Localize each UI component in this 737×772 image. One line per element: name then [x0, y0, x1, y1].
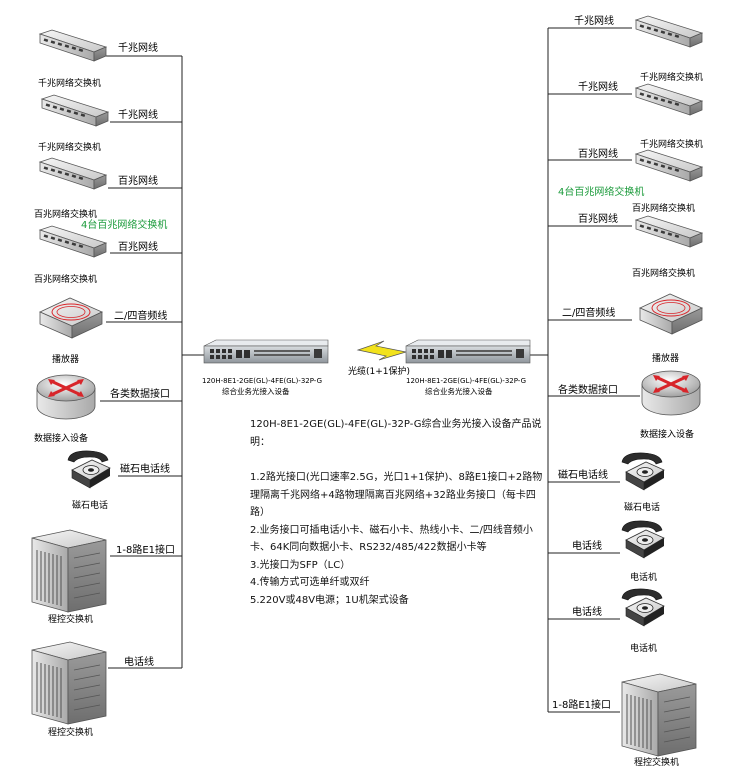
left-pbx-2-label: 程控交换机 [48, 726, 93, 738]
right-phone-line-1-label: 电话线 [572, 539, 602, 552]
data-device-icon [35, 373, 97, 421]
description-item-4: 4.传输方式可选单纤或双纤 [250, 577, 370, 588]
switch-icon [39, 157, 107, 190]
left-optical-access-device: 120H-8E1-2GE(GL)-4FE(GL)-32P-G 综合业务光接入设备 [202, 339, 329, 396]
right-magneto-line-label: 磁石电话线 [558, 468, 608, 481]
right-fast-line-2-label: 百兆网线 [578, 212, 618, 225]
switch-icon [635, 149, 703, 182]
right-data-device: 数据接入设备 [640, 369, 702, 440]
left-player: 播放器 [39, 297, 103, 365]
telephone-icon [67, 450, 111, 489]
right-gigabit-switch-2: 千兆网络交换机 [635, 83, 703, 150]
switch-icon [41, 94, 109, 127]
left-e1-if-label: 1-8路E1接口 [116, 543, 175, 556]
left-pbx-2: 程控交换机 [31, 641, 107, 738]
right-gigabit-switch-1-label: 千兆网络交换机 [640, 71, 703, 83]
left-data-device: 数据接入设备 [34, 373, 97, 444]
right-gigabit-switch-1: 千兆网络交换机 [635, 15, 703, 83]
right-phone-1-label: 电话机 [630, 571, 657, 583]
right-gigabit-switch-2-label: 千兆网络交换机 [640, 138, 703, 150]
right-data-if-label: 各类数据接口 [558, 383, 618, 396]
description-title: 120H-8E1-2GE(GL)-4FE(GL)-32P-G综合业务光接入设备产… [250, 419, 542, 448]
left-gigabit-switch-1: 千兆网络交换机 [38, 29, 107, 89]
right-e1-if-label: 1-8路E1接口 [552, 698, 611, 711]
left-fast-line-2-label: 百兆网线 [118, 240, 158, 253]
right-fast-switch-2-label: 百兆网络交换机 [632, 267, 695, 279]
switch-icon [635, 15, 703, 48]
pbx-icon [621, 673, 697, 757]
left-fast-switch-1: 百兆网络交换机 [34, 157, 107, 220]
right-player-label: 播放器 [652, 352, 679, 364]
right-pbx: 程控交换机 [621, 673, 697, 768]
right-data-device-label: 数据接入设备 [640, 428, 694, 440]
left-fast-switch-2-label: 百兆网络交换机 [34, 273, 97, 285]
left-data-if-label: 各类数据接口 [110, 387, 170, 400]
product-description: 120H-8E1-2GE(GL)-4FE(GL)-32P-G综合业务光接入设备产… [250, 416, 550, 609]
pbx-icon [31, 641, 107, 725]
left-four-fast-switches-label: 4台百兆网络交换机 [81, 218, 167, 231]
right-fast-switch-1: 百兆网络交换机 [632, 149, 703, 214]
left-fast-line-1-label: 百兆网线 [118, 174, 158, 187]
right-fast-switch-1-label: 百兆网络交换机 [632, 202, 695, 214]
right-gigabit-line-2-label: 千兆网线 [578, 80, 618, 93]
right-phone-2: 电话机 [621, 588, 665, 654]
right-phone-line-2-label: 电话线 [572, 605, 602, 618]
right-device-model: 120H-8E1-2GE(GL)-4FE(GL)-32P-G [406, 377, 526, 385]
right-magneto-phone-label: 磁石电话 [624, 501, 660, 513]
left-gigabit-switch-2-label: 千兆网络交换机 [38, 141, 101, 153]
left-device-model: 120H-8E1-2GE(GL)-4FE(GL)-32P-G [202, 377, 322, 385]
description-item-2: 2.业务接口可插电话小卡、磁石小卡、热线小卡、二/四线音频小卡、64K同向数据小… [250, 524, 533, 554]
left-gigabit-line-2-label: 千兆网线 [118, 108, 158, 121]
fiber-label: 光缆(1+1保护) [348, 365, 410, 377]
switch-icon [39, 29, 107, 62]
left-fast-switch-1-label: 百兆网络交换机 [34, 208, 97, 220]
description-item-5: 5.220V或48V电源；1U机架式设备 [250, 594, 409, 606]
left-device-name: 综合业务光接入设备 [222, 386, 290, 396]
player-icon [639, 293, 703, 335]
left-pbx-1-label: 程控交换机 [48, 613, 93, 625]
right-fast-line-1-label: 百兆网线 [578, 147, 618, 160]
right-device-name: 综合业务光接入设备 [425, 386, 493, 396]
right-phone-1: 电话机 [621, 520, 665, 583]
telephone-icon [621, 588, 665, 627]
left-phone-line-label: 电话线 [124, 655, 154, 668]
right-pbx-label: 程控交换机 [634, 756, 679, 768]
left-player-label: 播放器 [52, 353, 79, 365]
description-item-3: 3.光接口为SFP（LC） [250, 559, 351, 571]
right-player: 播放器 [639, 293, 703, 364]
left-fast-switch-2: 百兆网络交换机 [34, 225, 107, 285]
pbx-icon [31, 529, 107, 613]
left-magneto-phone: 磁石电话 [67, 450, 111, 511]
left-gigabit-line-1-label: 千兆网线 [118, 41, 158, 54]
right-optical-access-device: 120H-8E1-2GE(GL)-4FE(GL)-32P-G 综合业务光接入设备 [405, 339, 531, 396]
player-icon [39, 297, 103, 339]
lightning-bolt-icon [356, 340, 407, 361]
fiber-link: 光缆(1+1保护) [348, 340, 410, 377]
telephone-icon [621, 520, 665, 559]
right-gigabit-line-1-label: 千兆网线 [574, 14, 614, 27]
data-device-icon [640, 369, 702, 417]
left-data-device-label: 数据接入设备 [34, 432, 88, 444]
left-magneto-phone-label: 磁石电话 [72, 499, 108, 511]
switch-icon [635, 215, 703, 248]
switch-icon [635, 83, 703, 116]
right-four-fast-switches-label: 4台百兆网络交换机 [558, 185, 644, 198]
telephone-icon [621, 452, 665, 491]
right-fast-switch-2: 百兆网络交换机 [632, 215, 703, 279]
left-pbx-1: 程控交换机 [31, 529, 107, 625]
left-gigabit-switch-2: 千兆网络交换机 [38, 94, 109, 153]
left-gigabit-switch-1-label: 千兆网络交换机 [38, 77, 101, 89]
description-item-1: 1.2路光接口(光口速率2.5G，光口1+1保护)、8路E1接口+2路物理隔离千… [250, 472, 543, 518]
right-audio-line-label: 二/四音频线 [562, 306, 615, 319]
right-phone-2-label: 电话机 [630, 642, 657, 654]
chassis-icon [405, 339, 531, 364]
left-magneto-line-label: 磁石电话线 [120, 462, 170, 475]
left-audio-line-label: 二/四音频线 [114, 309, 167, 322]
chassis-icon [203, 339, 329, 364]
right-magneto-phone: 磁石电话 [621, 452, 665, 513]
